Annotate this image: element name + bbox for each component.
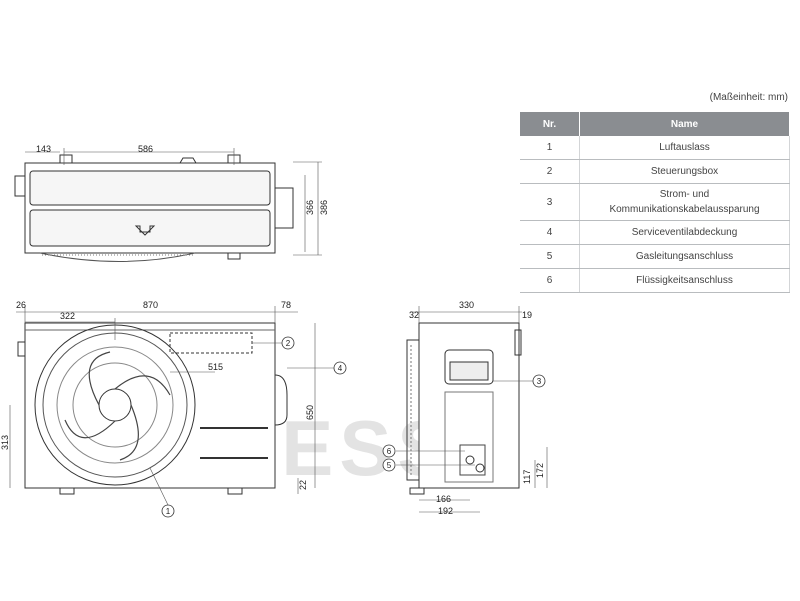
dim-front-left: 26: [16, 300, 26, 310]
header-nr: Nr.: [520, 112, 580, 136]
row-name: Steuerungsbox: [579, 159, 790, 184]
front-view: [9, 306, 334, 506]
row-name: Serviceventilabdeckung: [579, 220, 790, 245]
row-name: Flüssigkeitsanschluss: [579, 268, 790, 293]
row-nr: 2: [520, 159, 580, 184]
dim-front-height: 650: [305, 405, 315, 420]
row-nr: 4: [520, 220, 580, 245]
callout-2-label: 2: [286, 339, 291, 348]
row-nr: 1: [520, 136, 580, 160]
row-name: Luftauslass: [579, 136, 790, 160]
dim-front-left-height: 313: [0, 435, 10, 450]
table-row: 3 Strom- und Kommunikationskabelaussparu…: [520, 183, 790, 221]
row-nr: 5: [520, 244, 580, 269]
table-row: 2 Steuerungsbox: [520, 159, 790, 184]
dim-side-port-high: 172: [535, 463, 545, 478]
dim-top-left: 143: [36, 144, 51, 154]
top-view: [14, 148, 322, 262]
callout-5-label: 5: [387, 461, 392, 470]
callout-2: 2: [281, 336, 295, 350]
table-row: 1 Luftauslass: [520, 136, 790, 160]
dim-fan-offset: 322: [60, 311, 75, 321]
row-name: Strom- und Kommunikationskabelaussparung: [579, 183, 790, 221]
callout-3: 3: [532, 374, 546, 388]
dim-fan-diameter: 515: [208, 362, 223, 372]
dim-front-width: 870: [143, 300, 158, 310]
dim-top-width: 586: [138, 144, 153, 154]
dim-side-port-low: 117: [522, 470, 532, 484]
dim-top-depth-inner: 366: [305, 200, 315, 215]
dim-side-right: 19: [522, 310, 532, 320]
header-name: Name: [579, 112, 790, 136]
table-header-row: Nr. Name: [520, 112, 790, 136]
callout-4: 4: [333, 361, 347, 375]
callout-1-label: 1: [166, 507, 171, 516]
dim-top-depth-outer: 386: [319, 200, 329, 215]
row-nr: 6: [520, 268, 580, 293]
dim-front-foot: 22: [298, 480, 308, 490]
callout-6: 6: [382, 444, 396, 458]
callout-3-label: 3: [537, 377, 542, 386]
callout-4-label: 4: [338, 364, 343, 373]
dim-front-right: 78: [281, 300, 291, 310]
dim-side-bottom-b: 192: [438, 506, 453, 516]
dim-side-bottom-a: 166: [436, 494, 451, 504]
callout-5: 5: [382, 458, 396, 472]
row-name: Gasleitungsanschluss: [579, 244, 790, 269]
dim-side-width: 330: [459, 300, 474, 310]
unit-note: (Maßeinheit: mm): [709, 92, 788, 103]
parts-legend-table: Nr. Name 1 Luftauslass 2 Steuerungsbox 3…: [520, 112, 790, 293]
side-view: [396, 306, 548, 513]
table-row: 5 Gasleitungsanschluss: [520, 244, 790, 269]
dim-side-left: 32: [409, 310, 419, 320]
table-row: 6 Flüssigkeitsanschluss: [520, 268, 790, 293]
callout-6-label: 6: [387, 447, 392, 456]
row-nr: 3: [520, 183, 580, 221]
callout-1: 1: [161, 504, 175, 518]
table-row: 4 Serviceventilabdeckung: [520, 220, 790, 245]
